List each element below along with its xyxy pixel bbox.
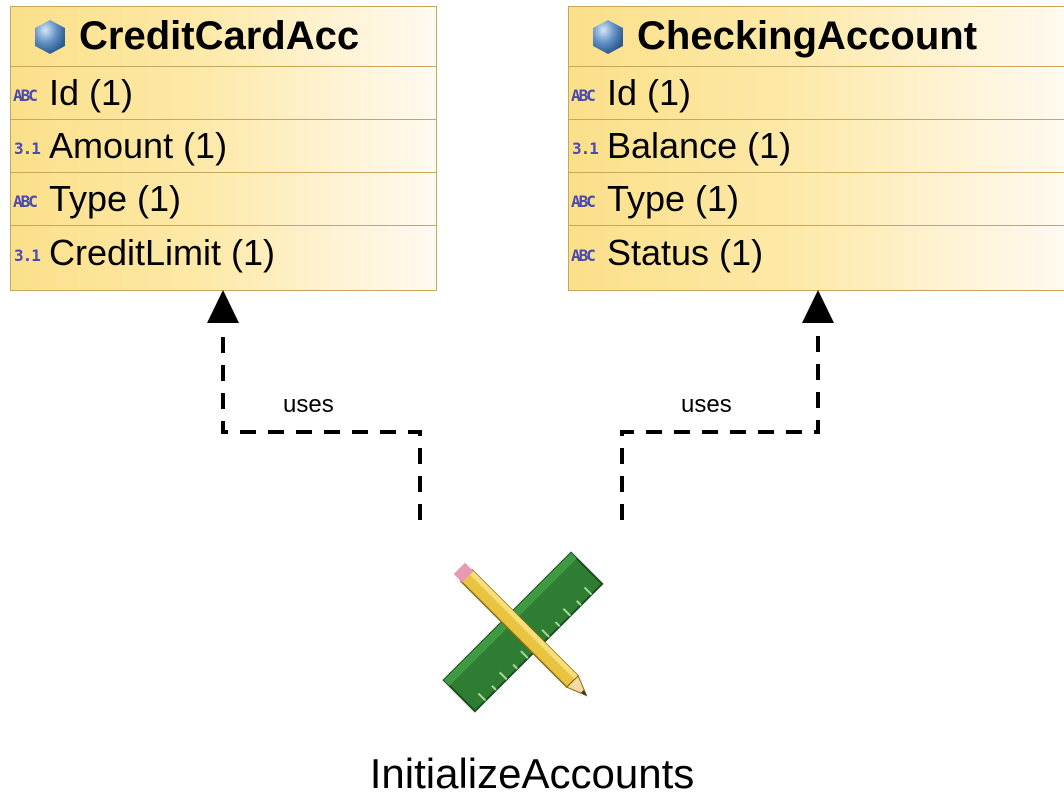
attribute-row[interactable]: ABC Id (1) [11,67,436,120]
attribute-row[interactable]: ABC Type (1) [569,173,1064,226]
svg-text:ABC: ABC [571,246,595,265]
uses-connector-right[interactable] [620,325,820,520]
attribute-label: Id (1) [607,72,692,113]
entity-checkingaccount[interactable]: CheckingAccount ABC Id (1) 3.1 Balance (… [568,6,1064,291]
arrowhead-left [207,290,239,323]
svg-text:ABC: ABC [13,192,37,211]
svg-text:ABC: ABC [13,86,37,105]
number-type-icon: 3.1 [13,132,43,160]
entity-title: CheckingAccount [637,14,978,58]
attribute-row[interactable]: 3.1 CreditLimit (1) [11,226,436,279]
number-type-icon: 3.1 [13,239,43,267]
attribute-row[interactable]: ABC Id (1) [569,67,1064,120]
arrowhead-right [802,290,834,323]
entity-title: CreditCardAcc [79,14,360,58]
attribute-row[interactable]: 3.1 Amount (1) [11,120,436,173]
process-label: InitializeAccounts [369,750,695,797]
attribute-label: Type (1) [49,178,182,219]
svg-text:ABC: ABC [571,192,595,211]
attribute-label: CreditLimit (1) [49,231,276,273]
text-type-icon: ABC [13,185,43,213]
svg-text:3.1: 3.1 [14,139,40,158]
ruler-pencil-icon[interactable] [428,540,618,725]
attribute-row[interactable]: ABC Status (1) [569,226,1064,279]
svg-text:3.1: 3.1 [14,246,40,265]
attribute-label: Amount (1) [49,125,228,166]
text-type-icon: ABC [13,79,43,107]
svg-text:3.1: 3.1 [572,139,598,158]
entity-header: CheckingAccount [569,7,1064,67]
number-type-icon: 3.1 [571,132,601,160]
svg-text:ABC: ABC [571,86,595,105]
entity-creditcardacc[interactable]: CreditCardAcc ABC Id (1) 3.1 Amount (1) … [10,6,437,291]
attribute-label: Type (1) [607,178,740,219]
uses-connector-left[interactable] [221,325,422,520]
entity-header: CreditCardAcc [11,7,436,67]
attribute-label: Id (1) [49,72,134,113]
text-type-icon: ABC [571,239,601,267]
text-type-icon: ABC [571,185,601,213]
text-type-icon: ABC [571,79,601,107]
attribute-row[interactable]: ABC Type (1) [11,173,436,226]
attribute-row[interactable]: 3.1 Balance (1) [569,120,1064,173]
attribute-label: Status (1) [607,231,764,273]
relation-label: uses [283,391,334,418]
entity-icon [593,19,623,54]
relation-label: uses [681,391,732,418]
attribute-label: Balance (1) [607,125,792,166]
entity-icon [35,19,65,54]
